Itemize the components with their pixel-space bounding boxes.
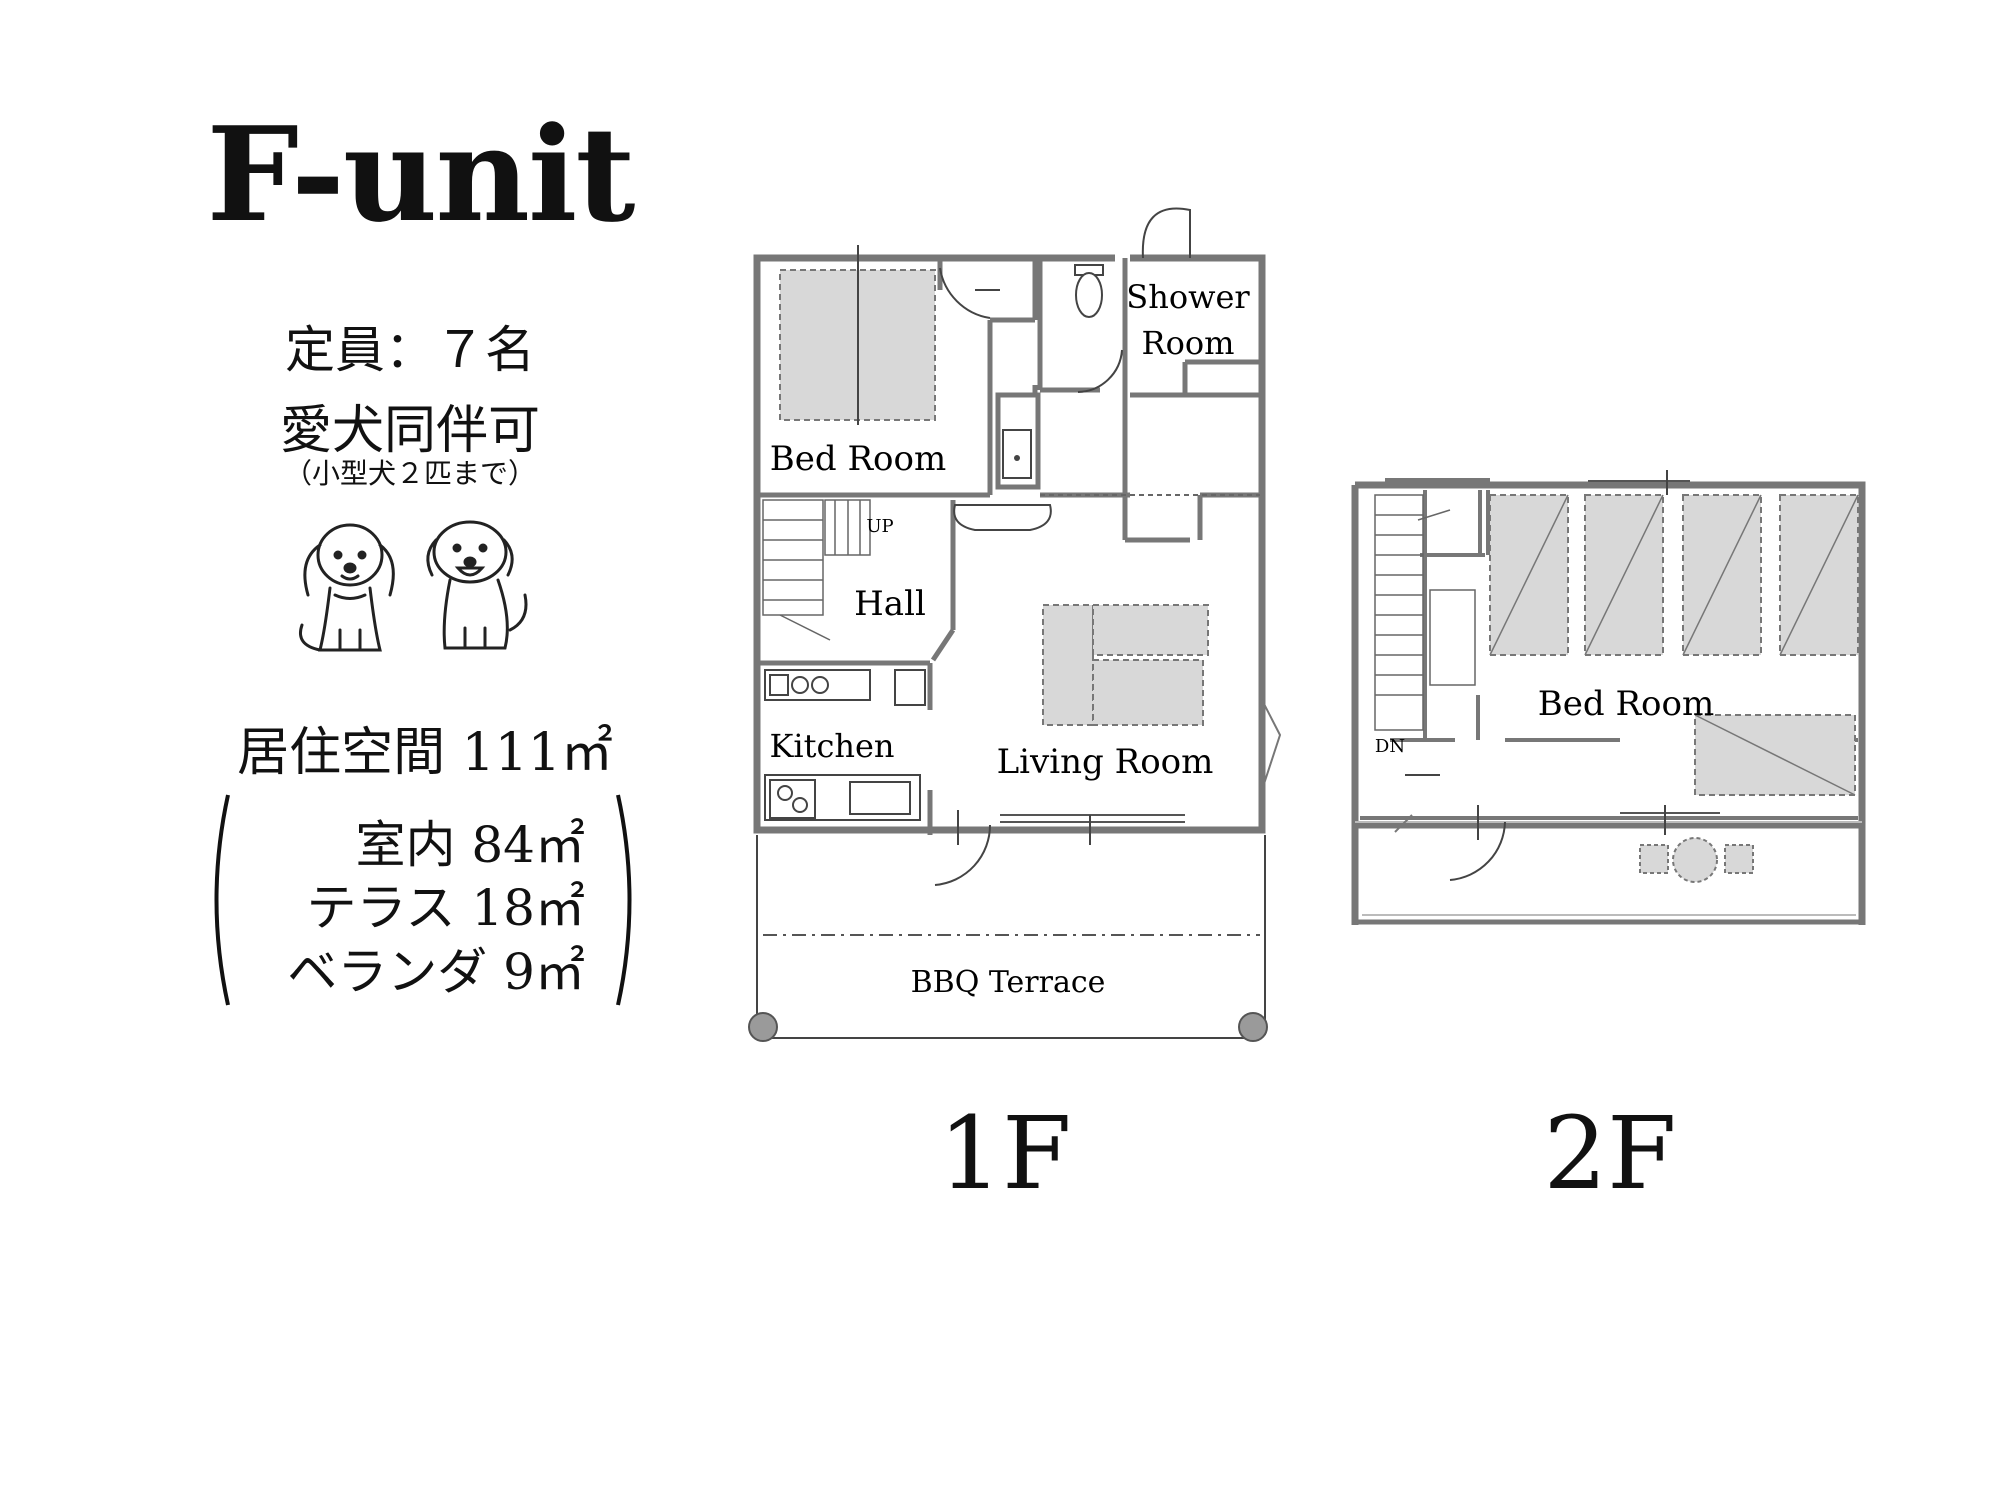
dog-limit-note: （小型犬２匹まで）: [283, 457, 536, 490]
stair-down-label: DN: [1375, 736, 1405, 757]
bbq-terrace-outline: [748, 835, 1268, 1042]
floor-2f-label: 2F: [1543, 1095, 1677, 1212]
bbq-terrace-label: BBQ Terrace: [911, 965, 1106, 1000]
dogs-allowed-text: 愛犬同伴可: [279, 401, 540, 461]
shower-room-label-2: Room: [1142, 324, 1235, 362]
indoor-area: 室内 84㎡: [355, 816, 585, 874]
bedroom-2f-label: Bed Room: [1538, 684, 1714, 724]
terrace-area: テラス 18㎡: [306, 879, 585, 937]
total-area: 居住空間 111㎡: [237, 723, 613, 783]
shower-room-label-1: Shower: [1126, 278, 1250, 316]
dog-icon: [299, 520, 528, 652]
bedroom-1f-label: Bed Room: [770, 439, 946, 479]
veranda-area: ベランダ 9㎡: [287, 943, 585, 1001]
area-bracket: [214, 794, 632, 1006]
capacity-text: 定員：７名: [285, 321, 535, 379]
kitchen-label: Kitchen: [769, 727, 894, 765]
page-title: F-unit: [206, 98, 636, 251]
living-room-label: Living Room: [997, 742, 1214, 782]
hall-label: Hall: [854, 584, 926, 624]
stair-up-label: UP: [866, 516, 893, 537]
floor-1f-label: 1F: [938, 1095, 1072, 1212]
